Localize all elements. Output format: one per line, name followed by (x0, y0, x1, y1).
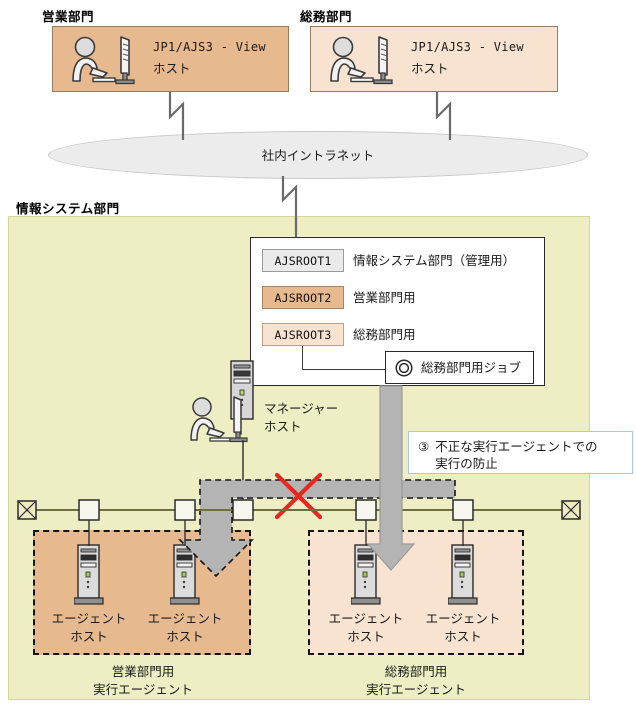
manager-operator-icon (190, 396, 248, 443)
agent-server-icon (351, 544, 381, 605)
general-agent-group-caption-line2: 実行エージェント (366, 682, 466, 697)
manager-host-label-line2: ホスト (264, 419, 302, 434)
sales-agent-group-caption-line1: 営業部門用 (111, 664, 175, 679)
general-agent-host-2-line2: ホスト (444, 629, 482, 644)
general-department-job-label: 総務部門用ジョブ (421, 360, 522, 375)
intranet-label: 社内イントラネット (261, 148, 375, 163)
general-view-host-name: JP1/AJS3 - View (411, 40, 524, 54)
sales-view-host-sub: ホスト (153, 61, 191, 76)
general-agent-host-1-line1: エージェント (328, 611, 404, 626)
manager-host-label-line1: マネージャー (264, 401, 339, 416)
sales-agent-host-2-line2: ホスト (166, 629, 204, 644)
sales-to-intranet-connector (168, 92, 185, 140)
callout-prevent-unauthorized: ③ 不正な実行エージェントでの 実行の防止 (408, 431, 633, 474)
callout-text-line1: 不正な実行エージェントでの (435, 439, 598, 454)
person-at-monitor-icon (72, 36, 135, 85)
chip-ajsroot2-desc: 営業部門用 (353, 290, 416, 305)
is-department-label: 情報システム部門 (16, 201, 120, 216)
sales-view-host-box: JP1/AJS3 - View ホスト (52, 26, 289, 92)
callout-text-line2: 実行の防止 (435, 456, 498, 471)
chip-ajsroot3-desc: 総務部門用 (353, 327, 416, 342)
chip-ajsroot2[interactable]: AJSROOT2 (262, 286, 344, 309)
general-department-label: 総務部門 (300, 9, 353, 24)
general-agent-host-1-line2: ホスト (347, 629, 385, 644)
chip-ajsroot1[interactable]: AJSROOT1 (262, 249, 344, 272)
ajsroot3-connector-horizontal (302, 369, 386, 370)
sales-agent-group-caption-line2: 実行エージェント (93, 682, 193, 697)
sales-view-host-name: JP1/AJS3 - View (153, 40, 266, 54)
sales-department-label: 営業部門 (42, 9, 95, 24)
job-circle-icon (395, 358, 413, 377)
callout-number: ③ (418, 439, 430, 454)
general-agent-host-2-line1: エージェント (425, 611, 501, 626)
general-agent-group-caption-line1: 総務部門用 (384, 664, 448, 679)
chip-ajsroot1-desc: 情報システム部門（管理用） (353, 253, 516, 268)
chip-ajsroot3[interactable]: AJSROOT3 (262, 323, 344, 346)
intranet-ellipse (48, 131, 588, 179)
general-view-host-box: JP1/AJS3 - View ホスト (310, 26, 558, 92)
agent-server-icon (170, 544, 200, 605)
scheduler-services-panel: AJSROOT1 情報システム部門（管理用） AJSROOT2 営業部門用 AJ… (250, 237, 545, 386)
general-view-host-sub: ホスト (411, 61, 449, 76)
sales-agent-host-2-line1: エージェント (147, 611, 223, 626)
ajsroot3-connector-vertical (302, 346, 303, 370)
sales-agent-host-1-line1: エージェント (51, 611, 127, 626)
person-at-monitor-icon (330, 36, 393, 85)
general-department-job-box[interactable]: 総務部門用ジョブ (385, 351, 534, 384)
agent-server-icon (448, 544, 478, 605)
sales-agent-host-1-line2: ホスト (70, 629, 108, 644)
agent-server-icon (74, 544, 104, 605)
